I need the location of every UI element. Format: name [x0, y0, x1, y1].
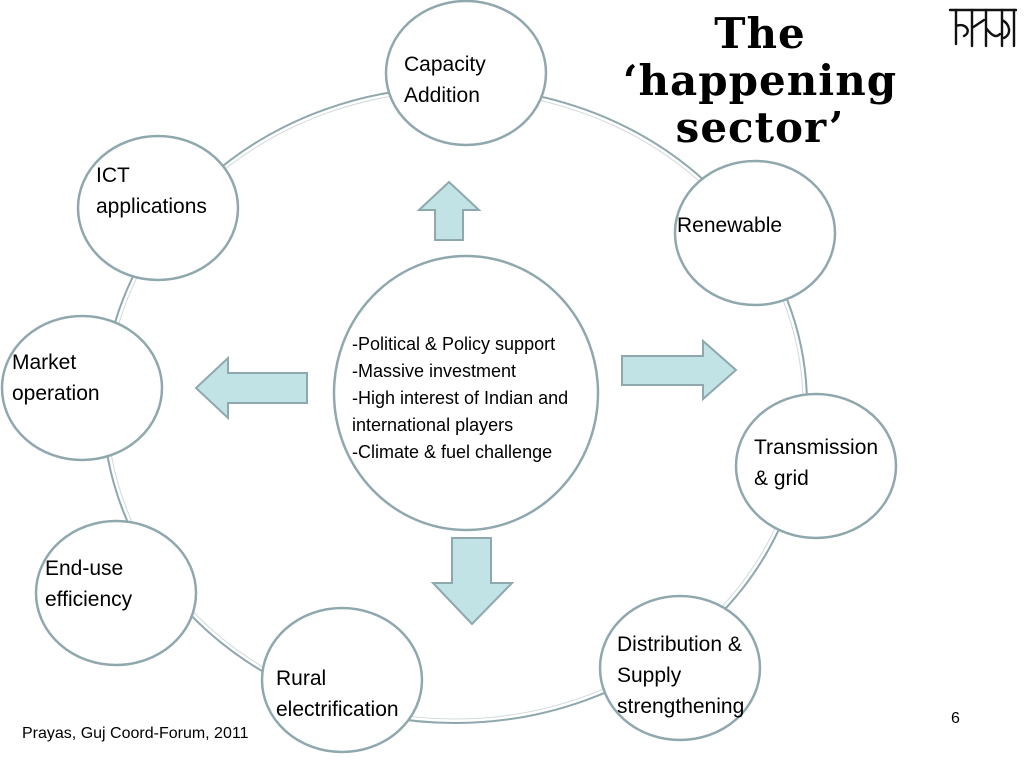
arrow-left — [194, 355, 308, 421]
arrow-down — [430, 537, 515, 626]
node-capacity-addition-label: Capacity Addition — [404, 53, 486, 107]
node-ict-applications-circle — [76, 134, 240, 282]
arrow-up — [416, 180, 482, 241]
node-transmission-grid-label: Transmission & grid — [754, 436, 879, 490]
center-drivers-text: -Political & Policy support -Massive inv… — [352, 334, 569, 462]
page-number: 6 — [951, 710, 960, 727]
node-rural-electrification-label: Rural electrification — [276, 667, 399, 721]
footer-source: Prayas, Guj Coord-Forum, 2011 — [22, 725, 249, 742]
node-transmission-grid-circle — [734, 392, 898, 540]
center-circle — [332, 254, 600, 532]
node-distribution-supply-label: Distribution & Supply strengthening — [617, 633, 745, 718]
slide-title: The ‘happening sector’ — [622, 9, 898, 152]
node-renewable-circle — [673, 159, 837, 307]
node-market-operation-circle — [0, 314, 164, 462]
node-distribution-supply-circle — [598, 594, 762, 742]
node-end-use-efficiency-label: End-use efficiency — [45, 557, 133, 611]
node-rural-electrification-circle — [260, 606, 424, 754]
node-ict-applications-label: ICT applications — [96, 164, 207, 218]
prayas-logo — [948, 8, 1018, 48]
node-market-operation-label: Market operation — [12, 351, 100, 405]
node-capacity-addition-circle — [384, 0, 548, 147]
arrow-right — [621, 338, 738, 402]
node-renewable-label: Renewable — [677, 214, 783, 237]
node-end-use-efficiency-circle — [34, 519, 198, 667]
